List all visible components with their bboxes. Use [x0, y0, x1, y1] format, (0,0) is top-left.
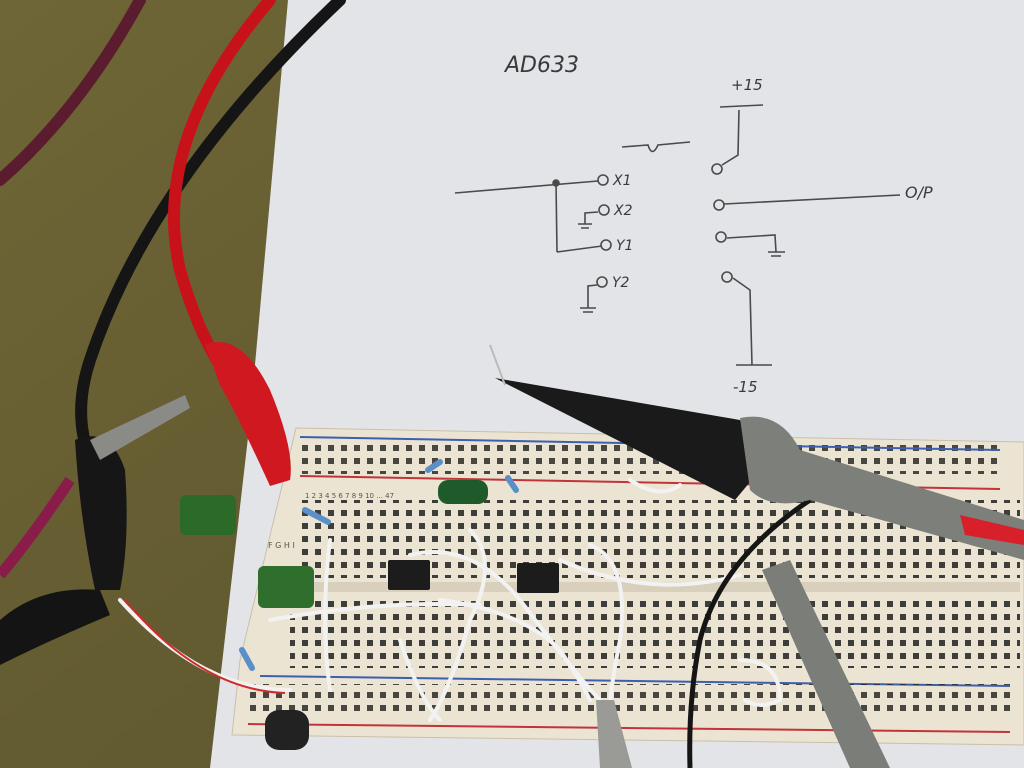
chip-label: AD633	[503, 53, 579, 78]
column-numbers: 1 2 3 4 5 6 7 8 9 10 ... 47	[305, 492, 394, 500]
pin-label-y1: Y1	[616, 238, 633, 254]
output-label: O/P	[905, 183, 933, 202]
purple-cable	[0, 0, 146, 186]
red-alligator-clip	[205, 342, 291, 486]
purple-cable-lower	[0, 476, 75, 579]
pin-label-y2: Y2	[612, 275, 630, 291]
ic-chip-right	[517, 563, 559, 593]
handwritten-schematic	[454, 104, 901, 366]
scope-ground-lead	[687, 497, 812, 768]
supply-positive-label: +15	[731, 76, 763, 94]
jumper-wires	[118, 478, 783, 722]
green-capacitor-2	[258, 566, 314, 608]
black-test-lead	[75, 0, 346, 476]
green-capacitor-1	[180, 495, 236, 535]
pin-label-x1: X1	[612, 173, 632, 189]
resistors	[239, 459, 519, 671]
pin-label-x2: X2	[613, 203, 633, 219]
electrolytic-capacitor-1	[438, 480, 488, 504]
gray-clip	[762, 560, 890, 768]
schematic-labels: AD633 X1 X2 Y1 Y2 +15 O/P -15	[503, 53, 933, 396]
breadboard: 1 2 3 4 5 6 7 8 9 10 ... 47 F G H I	[231, 427, 1024, 746]
ic-chip-left	[388, 560, 430, 590]
oscilloscope-probe	[489, 344, 1024, 560]
black-boot-lower	[0, 589, 110, 665]
small-clip	[596, 700, 632, 768]
black-alligator-clip	[75, 436, 127, 590]
black-clip-jaw	[90, 395, 190, 460]
red-jumper-wire	[124, 599, 286, 694]
electrolytic-capacitor-2	[265, 710, 309, 750]
row-letters: F G H I	[268, 541, 295, 550]
supply-negative-label: -15	[733, 378, 758, 396]
